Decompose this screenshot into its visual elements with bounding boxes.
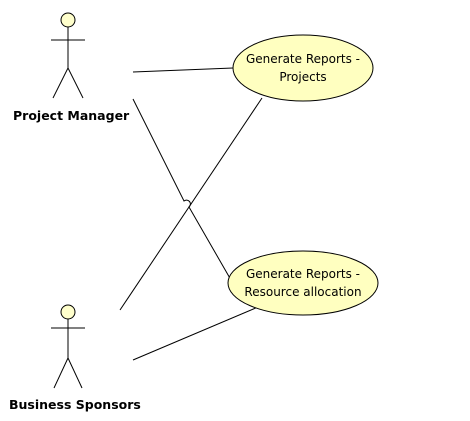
association-bs-projects (119, 97, 263, 311)
use-case-label-line: Projects (279, 70, 327, 84)
actor-label-business-sponsors: Business Sponsors (9, 397, 141, 412)
use-case-label-line: Generate Reports - (245, 52, 361, 66)
actor-right-leg (67, 357, 83, 389)
actor-right-leg (67, 67, 84, 99)
actor-head (60, 12, 76, 28)
use-case-label-line: Generate Reports - (245, 267, 361, 281)
actor-left-leg (52, 67, 69, 99)
use-case-label-line: Resource allocation (244, 285, 362, 299)
actor-business-sponsors (51, 304, 85, 389)
associations (119, 67, 263, 361)
use-case-resource-allocation[interactable] (227, 250, 379, 316)
use-case-projects[interactable] (232, 34, 374, 102)
actor-left-leg (53, 357, 69, 389)
use-case-label-resource-allocation: Generate Reports - Resource allocation (229, 265, 377, 301)
actor-project-manager (51, 12, 85, 99)
association-pm-projects (132, 67, 234, 73)
use-case-label-projects: Generate Reports - Projects (233, 50, 373, 86)
association-pm-resource (132, 98, 236, 288)
actor-label-project-manager: Project Manager (13, 108, 130, 123)
actor-head (60, 304, 76, 320)
association-bs-resource (132, 306, 259, 361)
